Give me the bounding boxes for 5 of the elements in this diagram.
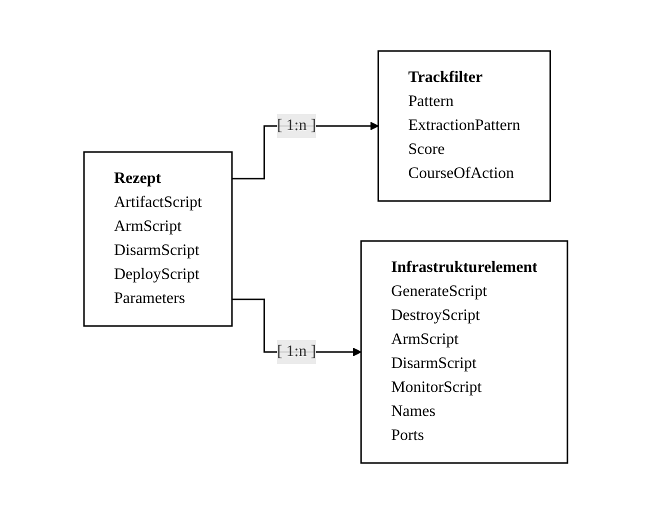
node-box: Rezept ArtifactScript ArmScript DisarmScript DeployScript Parameters xyxy=(83,150,232,326)
node-box: Trackfilter Pattern ExtractionPattern Score CourseOfAction xyxy=(377,50,551,202)
edge-label: [ 1:n ] xyxy=(276,342,316,360)
node-box: Infrastrukturelement GenerateScript DestroyScript ArmScript DisarmScript MonitorScript Names Ports xyxy=(360,240,568,464)
edge-label: [ 1:n ] xyxy=(276,116,316,134)
